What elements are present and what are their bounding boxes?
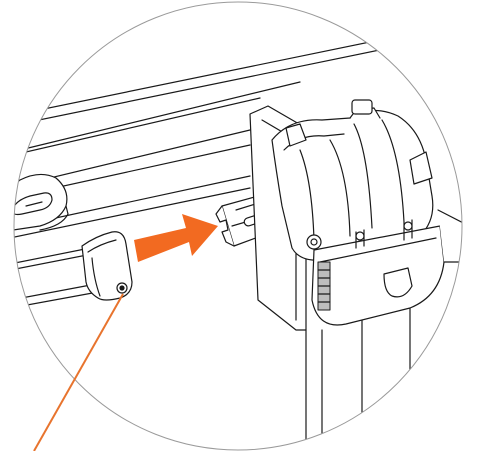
detail-lens-outline xyxy=(13,1,463,451)
motor-gearbox-housing xyxy=(271,99,462,326)
set-screw-callout-line xyxy=(33,293,124,451)
bar-end-collar xyxy=(81,231,133,301)
frame-rails xyxy=(14,19,462,241)
push-arrow xyxy=(134,214,218,262)
